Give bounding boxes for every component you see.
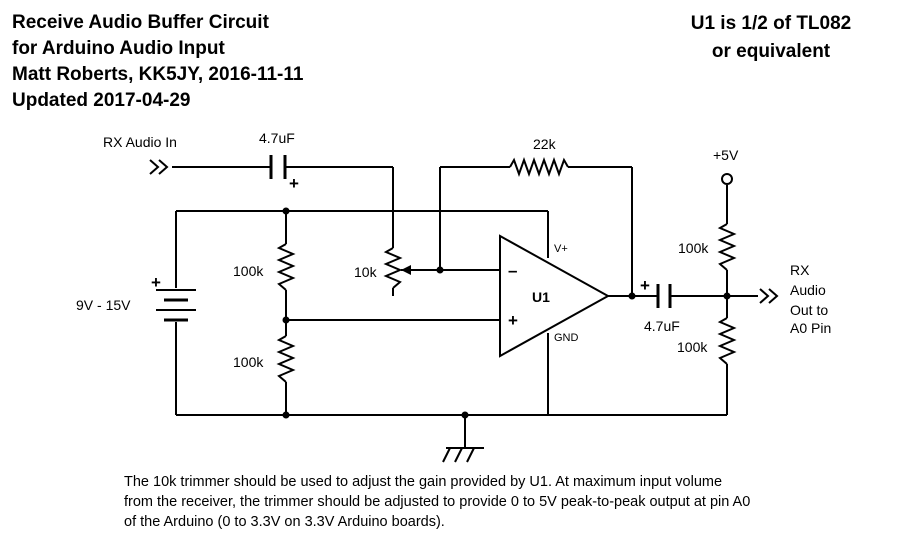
battery-plus: + [151,273,161,292]
footnote: The 10k trimmer should be used to adjust… [124,472,824,532]
footnote-line: of the Arduino (0 to 3.3V on 3.3V Arduin… [124,514,445,530]
note-line: or equivalent [711,41,831,62]
output-bottom-resistor-icon [717,317,737,365]
opamp-noninverting-sign: + [508,311,518,330]
input-connector-icon [149,159,169,175]
output-label-line: A0 Pin [790,320,831,336]
output-label-line: RX [790,262,810,278]
output-label-line: Audio [790,282,826,298]
feedback-resistor-label: 22k [533,136,557,152]
output-capacitor-plus: + [640,276,650,295]
battery-icon [156,289,196,322]
wires [172,166,758,448]
trimmer-label: 10k [354,264,378,280]
input-capacitor-icon [269,155,287,179]
divider-bottom-label: 100k [233,354,264,370]
output-top-resistor-icon [717,223,737,271]
component-note: U1 is 1/2 of TL082 or equivalent [671,10,871,66]
divider-top-resistor-icon [276,243,296,291]
updated-line: Updated 2017-04-29 [12,90,191,111]
input-capacitor-plus: + [289,174,299,193]
opamp-vplus-label: V+ [554,243,568,255]
opamp-inverting-sign: – [508,261,517,280]
output-bottom-resistor-label: 100k [677,339,708,355]
divider-top-label: 100k [233,263,264,279]
input-label: RX Audio In [103,134,177,150]
output-capacitor-label: 4.7uF [644,318,680,334]
opamp-gnd-label: GND [554,332,579,344]
feedback-resistor-icon [509,157,569,177]
output-top-resistor-label: 100k [678,240,709,256]
title-block: Receive Audio Buffer Circuit for Arduino… [12,10,303,114]
supply-label: +5V [713,147,739,163]
junction-dots [282,207,731,419]
output-capacitor-icon [656,284,672,308]
title-line: Receive Audio Buffer Circuit [12,12,269,33]
divider-bottom-resistor-icon [276,335,296,383]
author-line: Matt Roberts, KK5JY, 2016-11-11 [12,64,304,85]
wiper-arrow-icon [401,265,411,275]
input-capacitor-label: 4.7uF [259,130,295,146]
output-label-line: Out to [790,302,828,318]
note-line: U1 is 1/2 of TL082 [690,13,852,34]
footnote-line: The 10k trimmer should be used to adjust… [124,474,723,490]
trimmer-icon [383,247,403,289]
opamp-icon [499,234,611,358]
opamp-label: U1 [532,289,550,305]
footnote-line: from the receiver, the trimmer should be… [124,494,751,510]
title-line: for Arduino Audio Input [12,38,225,59]
supply-terminal-icon [721,173,733,185]
battery-label: 9V - 15V [76,297,131,313]
output-connector-icon [759,288,779,304]
ground-icon [442,447,484,463]
